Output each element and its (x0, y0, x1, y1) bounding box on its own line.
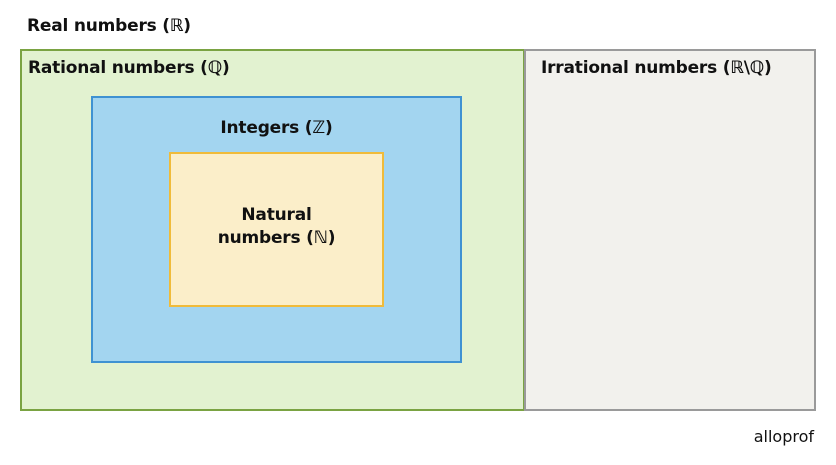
irrational-numbers-label: Irrational numbers (ℝ\ℚ) (541, 58, 772, 78)
irrational-numbers-region (524, 49, 816, 411)
brand-logo-text: alloprof (753, 427, 814, 446)
integers-label: Integers (ℤ) (220, 118, 333, 138)
natural-numbers-label-line2: numbers (ℕ) (217, 228, 336, 248)
natural-numbers-region (169, 152, 384, 307)
natural-numbers-label-line1: Natural (241, 205, 312, 225)
natural-numbers-label: Natural numbers (ℕ) (169, 204, 384, 250)
real-numbers-title: Real numbers (ℝ) (27, 16, 191, 36)
rational-numbers-label: Rational numbers (ℚ) (28, 58, 230, 78)
